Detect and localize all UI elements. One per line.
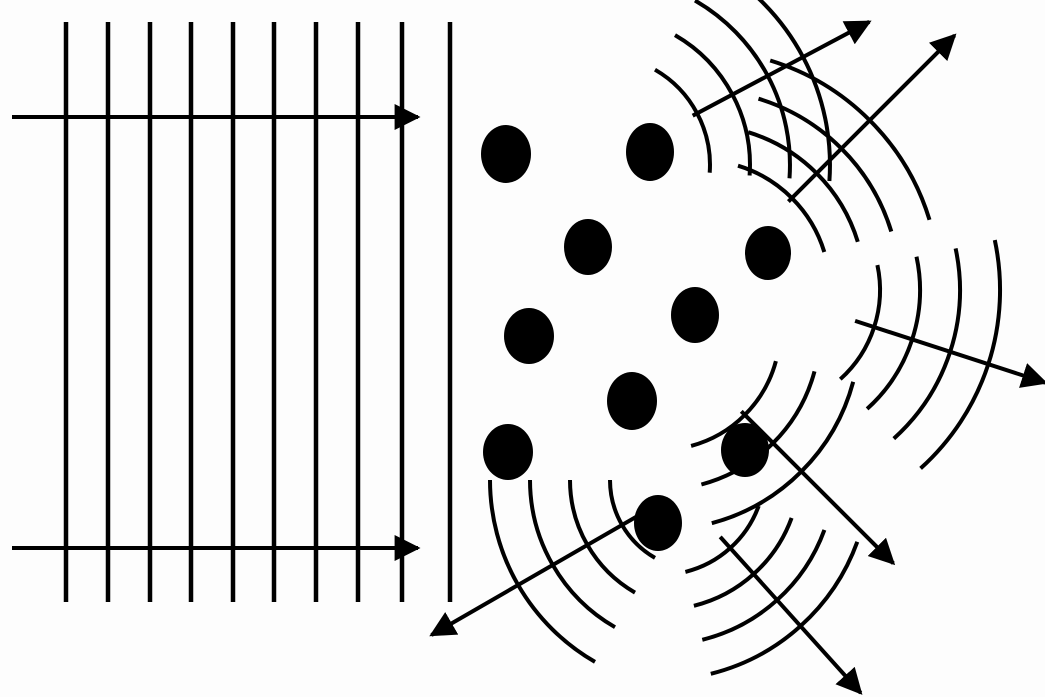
scatterers (481, 123, 791, 551)
scatterer-dot (626, 123, 674, 181)
scatterer-dot (564, 219, 612, 275)
incident-wavefronts (66, 22, 450, 602)
scattered-arrow (788, 35, 954, 201)
scatterer-dot (607, 372, 657, 430)
scattered-wave-2 (738, 35, 955, 252)
scatterer-dot (671, 287, 719, 343)
scatterer-dot (745, 226, 791, 280)
scattered-arrow (855, 321, 1045, 383)
scattered-wave-6 (432, 480, 656, 662)
scatterer-dot (504, 308, 554, 364)
scattered-arrow (741, 411, 893, 563)
scattered-arrow (720, 537, 861, 693)
scatterer-dot (634, 495, 682, 551)
scattered-wave-4 (691, 361, 893, 563)
scattered-wave-3 (840, 240, 1045, 468)
scattered-wave-5 (685, 506, 860, 693)
scatterer-dot (481, 125, 531, 183)
scatterer-dot (483, 424, 533, 480)
